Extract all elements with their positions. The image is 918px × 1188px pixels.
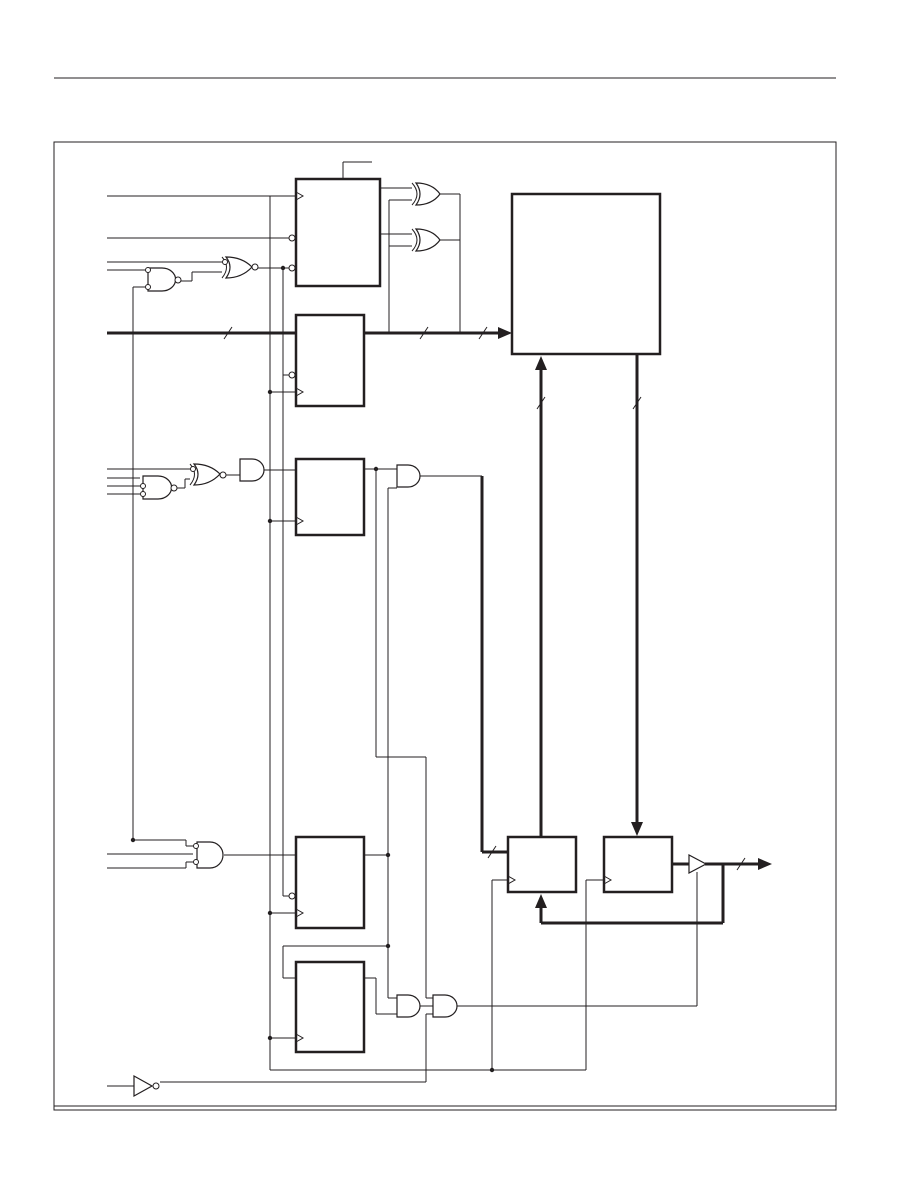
- and-gate-bottom: [193, 841, 224, 869]
- figure-frame: [53, 141, 837, 1111]
- register-bus: [294, 313, 366, 408]
- wires: [107, 161, 760, 1087]
- bus-width-marks: [223, 326, 746, 871]
- blocks: [294, 177, 674, 1054]
- junctions: [130, 265, 495, 1073]
- nand-gate-2: [140, 475, 178, 500]
- register-bottom-2: [294, 960, 366, 1054]
- memory-array: [510, 192, 662, 356]
- register-mid: [294, 457, 366, 537]
- block-output: [602, 835, 674, 894]
- arrow-bus-right: [498, 327, 512, 339]
- input-bubbles: [288, 234, 296, 900]
- arrow-output-right: [758, 858, 772, 870]
- arrowheads: [498, 327, 772, 908]
- register-bottom-1: [294, 835, 366, 930]
- nand-gate-1: [145, 267, 182, 292]
- and-gate-bottom-3: [432, 994, 458, 1018]
- xor-gate-2: [411, 228, 441, 252]
- block-input: [506, 835, 578, 894]
- arrow-down-output: [631, 822, 643, 836]
- arrow-up-memory: [535, 356, 547, 370]
- inverter-gate: [133, 1074, 160, 1098]
- output-buffer: [688, 854, 708, 874]
- clock-markers: [295, 191, 613, 1043]
- arrow-feedback-up: [535, 894, 547, 908]
- xor-gate-1: [411, 182, 441, 206]
- and-gate-right: [396, 464, 421, 488]
- register-top: [294, 177, 382, 288]
- and-gate-bottom-2: [396, 994, 421, 1018]
- and-gate-mid: [239, 458, 265, 482]
- xnor-gate-1: [221, 256, 259, 279]
- xnor-gate-2: [189, 463, 227, 486]
